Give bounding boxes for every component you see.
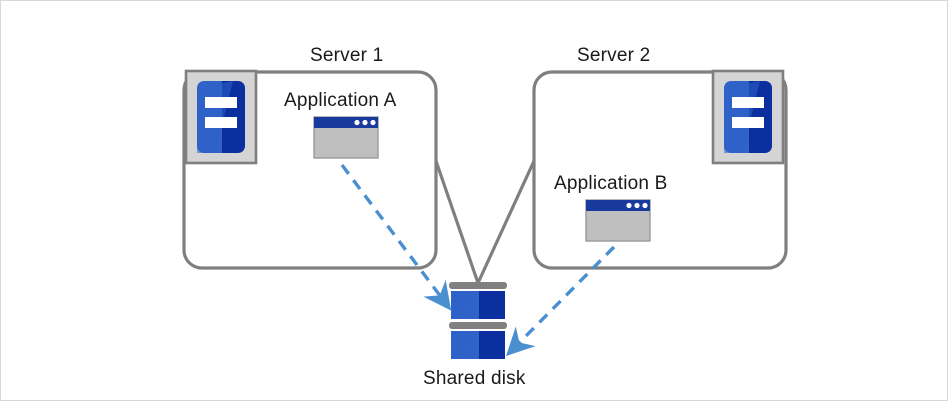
server1-box[interactable] xyxy=(182,70,438,270)
arrow-app-a-to-disk xyxy=(340,163,452,311)
application-b-label: Application B xyxy=(554,173,668,194)
connector-server1-to-disk xyxy=(434,160,480,284)
shared-disk-label: Shared disk xyxy=(423,368,526,389)
server2-box[interactable] xyxy=(532,70,788,270)
server-icon-1 xyxy=(184,69,258,165)
server1-label: Server 1 xyxy=(310,45,384,66)
server-icon-2 xyxy=(711,69,785,165)
application-a-label: Application A xyxy=(284,90,397,111)
application-window-icon-b[interactable] xyxy=(585,199,651,242)
arrow-app-b-to-disk xyxy=(506,245,616,357)
application-window-icon-a[interactable] xyxy=(313,116,379,159)
connector-server2-to-disk xyxy=(476,160,536,284)
disk-stack-icon[interactable] xyxy=(449,282,507,359)
server2-label: Server 2 xyxy=(577,45,651,66)
